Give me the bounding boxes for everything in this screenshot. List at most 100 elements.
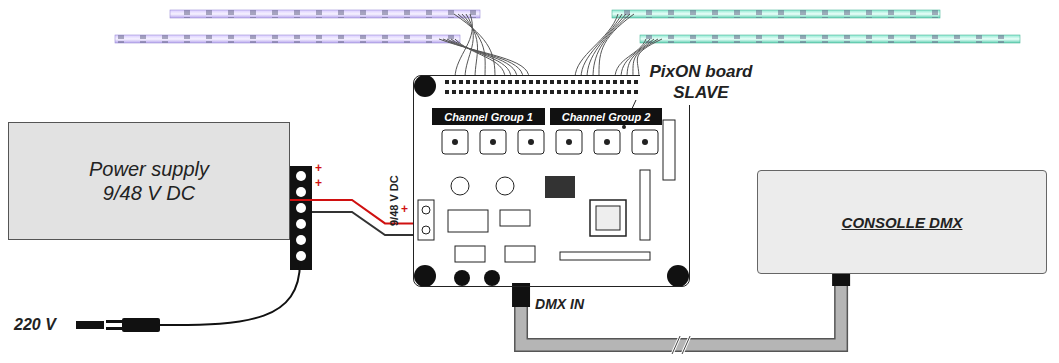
header-pin — [480, 90, 484, 94]
port-label: DMX IN — [533, 296, 586, 312]
mains-plug — [122, 318, 160, 332]
node-text: 9/48 V DC — [388, 175, 400, 226]
led-strip — [115, 35, 460, 43]
polarity-mark: + — [315, 161, 322, 175]
header-pin — [494, 80, 498, 84]
header-pin — [592, 80, 596, 84]
strip-wire — [599, 14, 634, 78]
header-pin — [571, 80, 575, 84]
connector-strip — [640, 170, 650, 240]
chip — [500, 210, 530, 226]
strip-wire — [462, 14, 478, 78]
header-pin — [487, 80, 491, 84]
header-pin — [487, 90, 491, 94]
capacitor — [496, 177, 514, 195]
header-pin — [515, 80, 519, 84]
strip-wire — [439, 39, 529, 78]
header-pin — [536, 80, 540, 84]
header-pin — [543, 80, 547, 84]
header-pin — [459, 90, 463, 94]
terminal-screw — [422, 226, 430, 234]
break-mark — [672, 336, 680, 354]
pixon-board: 9/48 V DCChannel Group 1Channel Group 2 — [413, 75, 690, 287]
header-pin — [459, 80, 463, 84]
header-pin — [564, 80, 568, 84]
channel-group-bar: Channel Group 1 — [432, 108, 545, 125]
header-pin — [578, 80, 582, 84]
terminal-screw — [296, 251, 306, 261]
header-pin — [627, 80, 631, 84]
header-pin — [466, 90, 470, 94]
mounting-hole — [667, 265, 689, 287]
mosfet-tab — [642, 139, 648, 145]
board-callout: PixON board SLAVE — [640, 60, 762, 105]
relay-blocks — [442, 130, 658, 154]
mains-voltage-label: 220 V — [14, 316, 56, 334]
terminal-screws — [296, 171, 306, 261]
jack — [454, 270, 470, 286]
terminal-screw — [296, 203, 306, 213]
mosfet-block — [632, 130, 658, 154]
led-strip-dots — [170, 10, 480, 18]
pin-row — [560, 252, 650, 260]
strip-wires — [439, 14, 662, 78]
power-terminal — [418, 200, 434, 240]
header-pin — [620, 80, 624, 84]
led-strip — [640, 35, 1020, 43]
mains-cable — [160, 262, 300, 325]
header-pin — [466, 80, 470, 84]
mosfet-block — [518, 130, 544, 154]
header-pin — [613, 80, 617, 84]
node-text: Channel Group 2 — [562, 111, 651, 123]
capacitor — [451, 177, 469, 195]
connector-strip — [663, 120, 675, 180]
terminal-screw — [422, 206, 430, 214]
header-pin — [445, 90, 449, 94]
mosfet-block — [480, 130, 506, 154]
microcontroller-core — [596, 206, 620, 230]
header-pin — [564, 90, 568, 94]
header-pin — [550, 90, 554, 94]
header-pin — [543, 90, 547, 94]
header-pin — [585, 80, 589, 84]
header-pin — [473, 80, 477, 84]
polarity-mark: + — [401, 202, 408, 216]
chip — [545, 176, 575, 198]
header-pin — [522, 80, 526, 84]
header-pin — [445, 80, 449, 84]
header-pin — [578, 90, 582, 94]
led-strip-dots — [612, 10, 940, 18]
plug-prong — [106, 327, 122, 330]
strip-wire — [593, 14, 630, 78]
mounting-hole — [414, 75, 436, 97]
mosfet-block — [442, 130, 468, 154]
power-supply-box: Power supply 9/48 V DC — [8, 122, 290, 240]
plug-prong — [106, 320, 122, 323]
mounting-hole — [414, 265, 436, 287]
plug-cord — [76, 321, 104, 329]
dmx-cable — [521, 274, 841, 345]
terminal-block — [290, 166, 312, 270]
header-pin — [473, 90, 477, 94]
break-mark — [682, 336, 690, 354]
mosfet-block — [594, 130, 620, 154]
header-pin — [452, 90, 456, 94]
header-pin — [606, 90, 610, 94]
header-pin — [508, 90, 512, 94]
mosfet-tab — [490, 139, 496, 145]
header-pin — [550, 80, 554, 84]
header-pin — [599, 80, 603, 84]
terminal-screw — [296, 171, 306, 181]
header-pin — [536, 90, 540, 94]
header-pin — [571, 90, 575, 94]
pin-headers — [445, 80, 652, 94]
polarity-mark: + — [315, 176, 322, 190]
node-text: Channel Group 1 — [444, 111, 533, 123]
header-pin — [522, 90, 526, 94]
mosfet-block — [556, 130, 582, 154]
terminal-screw — [296, 187, 306, 197]
mosfet-tab — [604, 139, 610, 145]
break-mark — [672, 336, 680, 354]
header-pin — [494, 90, 498, 94]
